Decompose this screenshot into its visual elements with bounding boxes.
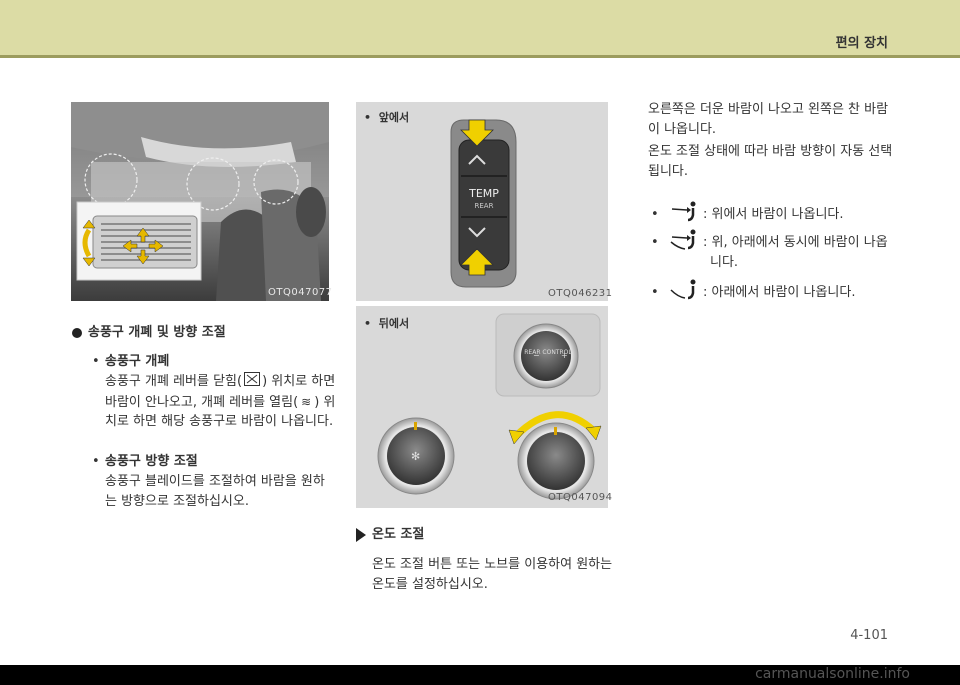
vent-section-title: 송풍구 개폐 및 방향 조절 bbox=[88, 325, 226, 340]
open-vent-icon: ≋ bbox=[301, 395, 312, 409]
page-header-title: 편의 장치 bbox=[835, 36, 888, 51]
vent-open-close-text-c: 바람이 안나오고, 개폐 레버를 열림( bbox=[105, 395, 299, 410]
right-para-line1: 오른쪽은 더운 바람이 나오고 왼쪽은 찬 바람 bbox=[648, 102, 889, 117]
rear-label-text: 뒤에서 bbox=[378, 317, 410, 330]
section-arrow-icon bbox=[356, 528, 366, 542]
temp-section-line2: 온도를 설정하십시오. bbox=[372, 577, 488, 592]
vent-direction-line2: 는 방향으로 조절하십시오. bbox=[105, 494, 249, 509]
temp-section-line1: 온도 조절 버튼 또는 노브를 이용하여 원하는 bbox=[372, 557, 613, 572]
vent-open-close-line3: 치로 하면 해당 송풍구로 바람이 나옵니다. bbox=[105, 414, 334, 429]
mode-bullet: • bbox=[651, 235, 659, 250]
mode-bullet: • bbox=[651, 285, 659, 300]
vent-open-close-text-d: ) 위 bbox=[314, 395, 336, 410]
svg-text:+: + bbox=[561, 351, 568, 360]
front-photo-caption: OTQ046231 bbox=[548, 288, 613, 299]
header-divider bbox=[0, 55, 960, 58]
rear-photo-caption: OTQ047094 bbox=[548, 492, 613, 503]
rear-temp-knob-illustration: REAR CONTROL − + ✻ bbox=[377, 313, 602, 500]
vent-open-close-line2: 바람이 안나오고, 개폐 레버를 열림(≋) 위 bbox=[105, 392, 335, 413]
face-vent-mode-icon bbox=[671, 201, 696, 222]
footer-watermark: carmanualsonline.info bbox=[755, 666, 910, 682]
right-para-line2: 이 나옵니다. bbox=[648, 122, 717, 137]
section-bullet-icon bbox=[72, 328, 82, 338]
right-para-line4: 됩니다. bbox=[648, 164, 689, 179]
bilevel-vent-mode-icon bbox=[670, 229, 696, 250]
right-para-line3: 온도 조절 상태에 따라 바람 방향이 자동 선택 bbox=[648, 144, 893, 159]
vent-direction-line1: 송풍구 블레이드를 조절하여 바람을 원하 bbox=[105, 474, 325, 489]
interior-vent-photo bbox=[71, 102, 329, 301]
vent-open-close-title: 송풍구 개폐 bbox=[105, 354, 170, 369]
vent-open-close-line1: 송풍구 개폐 레버를 닫힘( ) 위치로 하면 bbox=[105, 372, 335, 392]
rear-control-knob-label: REAR CONTROL bbox=[524, 349, 572, 356]
mode-bullet: • bbox=[651, 207, 659, 222]
rear-control-panel: REAR CONTROL − + ✻ • 뒤에서 OTQ047094 bbox=[356, 306, 612, 508]
vent-open-close-text-a: 송풍구 개폐 레버를 닫힘( bbox=[105, 374, 243, 389]
svg-text:−: − bbox=[533, 351, 540, 360]
temp-button-label: TEMP bbox=[468, 187, 499, 200]
mode3-text: : 아래에서 바람이 나옵니다. bbox=[703, 285, 856, 300]
item-bullet: • bbox=[92, 454, 100, 469]
vent-open-close-text-b: ) 위치로 하면 bbox=[262, 374, 336, 389]
item-bullet: • bbox=[92, 354, 100, 369]
vent-direction-title: 송풍구 방향 조절 bbox=[105, 454, 198, 469]
header-bar bbox=[0, 0, 960, 55]
front-temp-switch-illustration: TEMP REAR bbox=[450, 119, 517, 288]
footer-bar bbox=[0, 665, 960, 685]
front-label-text: 앞에서 bbox=[378, 111, 410, 124]
photo-caption-left: OTQ047077 bbox=[268, 287, 333, 298]
closed-vent-icon bbox=[244, 372, 261, 386]
mode1-text: : 위에서 바람이 나옵니다. bbox=[703, 207, 844, 222]
temp-section-title: 온도 조절 bbox=[372, 527, 425, 542]
front-control-panel: TEMP REAR • 앞에서 OTQ046231 bbox=[356, 102, 612, 301]
interior-vent-illustration bbox=[71, 102, 329, 301]
rear-button-label: REAR bbox=[475, 202, 494, 210]
floor-vent-mode-icon bbox=[670, 279, 696, 300]
page-number: 4-101 bbox=[850, 628, 888, 643]
mode2-text-line1: : 위, 아래에서 동시에 바람이 나옵 bbox=[703, 235, 888, 250]
svg-text:✻: ✻ bbox=[411, 450, 420, 463]
front-label: • 앞에서 bbox=[364, 111, 410, 124]
mode2-text-line2: 니다. bbox=[710, 255, 739, 270]
rear-label: • 뒤에서 bbox=[364, 317, 410, 330]
